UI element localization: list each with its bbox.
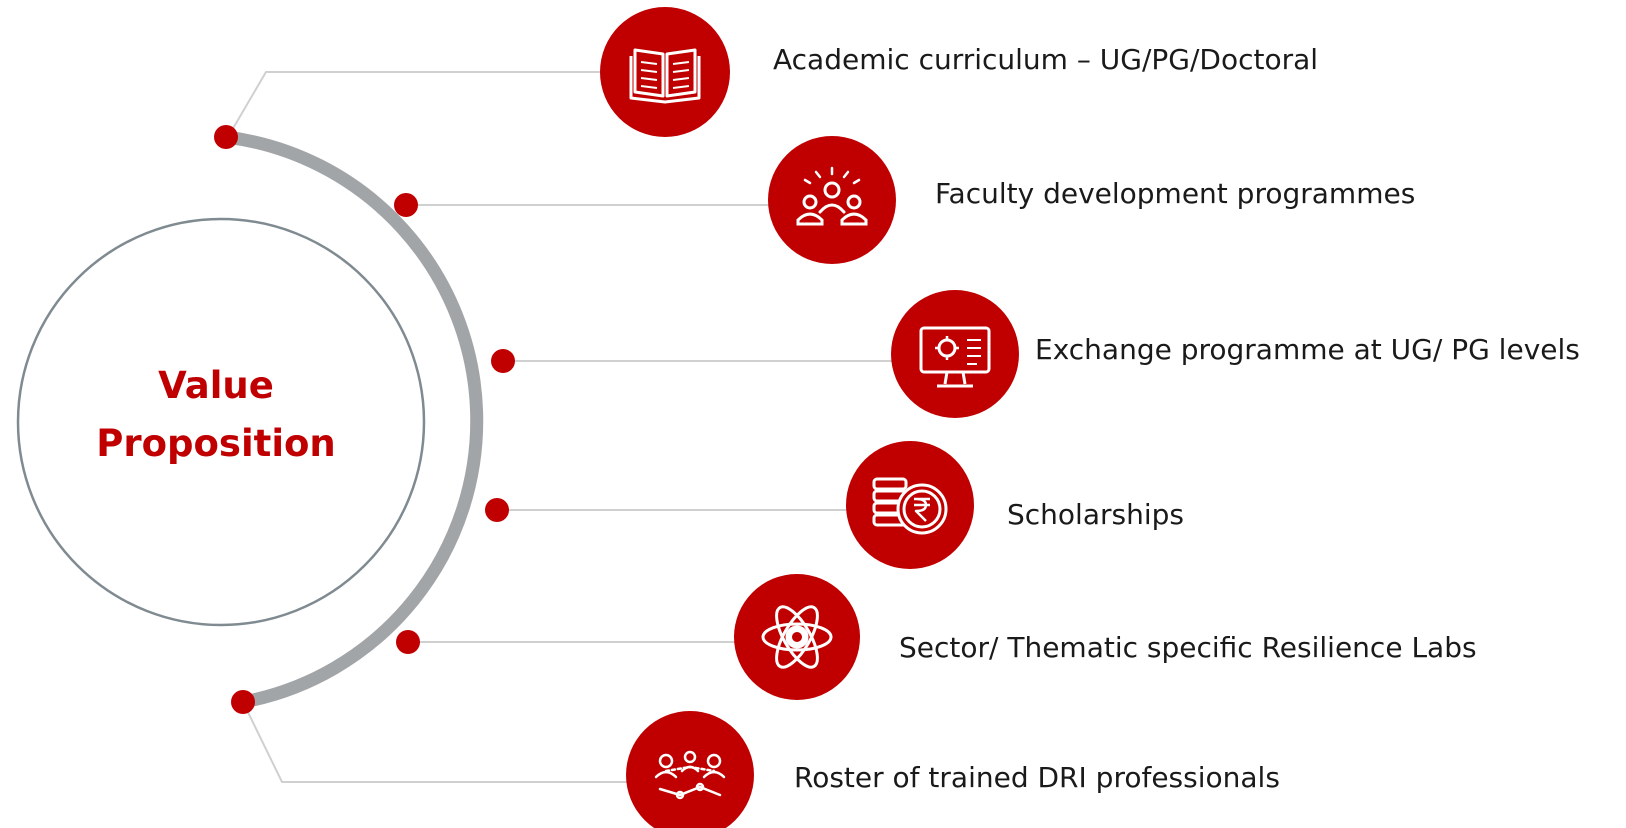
arc-dots — [214, 125, 515, 714]
network-people-icon — [654, 750, 726, 800]
center-circle — [16, 217, 426, 627]
arc-dot-4 — [485, 498, 509, 522]
arc-dot-1 — [214, 125, 238, 149]
item-label-academic-curriculum: Academic curriculum – UG/PG/Doctoral — [773, 43, 1319, 76]
icon-badges — [600, 7, 1019, 828]
arc-dot-3 — [491, 349, 515, 373]
rupee-coins-icon — [872, 477, 948, 535]
center-title: Value Proposition — [66, 357, 366, 473]
open-book-icon — [629, 48, 701, 104]
badge-4 — [846, 441, 974, 569]
arc-dot-6 — [231, 690, 255, 714]
item-label-resilience-labs: Sector/ Thematic specific Resilience Lab… — [899, 631, 1477, 664]
center-title-line-2: Proposition — [96, 422, 336, 465]
team-group-icon — [796, 166, 868, 226]
item-label-scholarships: Scholarships — [1007, 498, 1184, 531]
arc-dot-5 — [396, 630, 420, 654]
center-title-line-1: Value — [158, 364, 274, 407]
connector-line-1 — [227, 71, 660, 138]
item-label-faculty-development: Faculty development programmes — [935, 177, 1416, 210]
badge-3 — [891, 290, 1019, 418]
connector-line-6 — [242, 701, 690, 783]
connector-lines — [227, 71, 950, 783]
badge-5 — [734, 574, 860, 700]
badge-6 — [626, 711, 754, 828]
badge-2 — [768, 136, 896, 264]
atom-icon — [761, 605, 833, 669]
badge-1 — [600, 7, 730, 137]
computer-gear-icon — [919, 326, 991, 388]
arc-dot-2 — [394, 193, 418, 217]
item-label-exchange-programme: Exchange programme at UG/ PG levels — [1035, 333, 1580, 366]
grey-arc — [219, 130, 484, 709]
item-label-dri-professionals: Roster of trained DRI professionals — [794, 761, 1280, 794]
